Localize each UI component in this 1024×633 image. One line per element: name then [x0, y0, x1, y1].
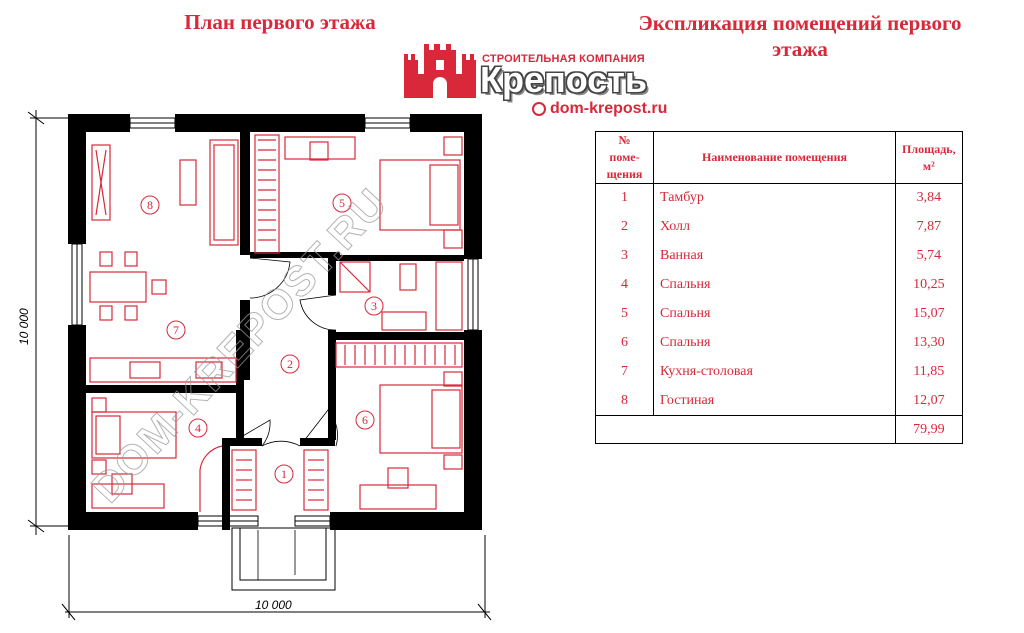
table-row: 2 Холл 7,87 — [595, 212, 963, 242]
dimension-lines — [27, 110, 492, 621]
table-header-row: № поме-щения Наименование помещения Площ… — [595, 131, 963, 184]
dimension-width: 10 000 — [255, 598, 292, 612]
globe-icon — [532, 102, 546, 116]
room-explication-table: № поме-щения Наименование помещения Площ… — [595, 131, 963, 444]
room-label-6: 6 — [362, 413, 368, 427]
room-label-3: 3 — [371, 299, 377, 313]
room-name: Гостиная — [653, 386, 896, 416]
room-label-7: 7 — [173, 323, 179, 337]
room-name: Холл — [653, 212, 896, 242]
room-label-2: 2 — [287, 357, 293, 371]
header-area: Площадь, м² — [895, 131, 963, 184]
room-area: 7,87 — [895, 212, 963, 242]
room-label-1: 1 — [281, 467, 287, 481]
exterior-walls — [68, 114, 482, 530]
room-name: Спальня — [653, 299, 896, 329]
room-number: 5 — [595, 299, 654, 329]
table-row: 1 Тамбур 3,84 — [595, 183, 963, 213]
room-number: 4 — [595, 270, 654, 300]
room-label-5: 5 — [339, 196, 345, 210]
room-number: 8 — [595, 386, 654, 416]
header-name: Наименование помещения — [653, 131, 896, 184]
room-number: 6 — [595, 328, 654, 358]
total-area: 79,99 — [895, 415, 963, 444]
header-number: № поме-щения — [595, 131, 654, 184]
room-area: 15,07 — [895, 299, 963, 329]
logo-website-link[interactable]: dom-krepost.ru — [550, 100, 668, 117]
furniture — [89, 134, 463, 512]
logo-company: СТРОИТЕЛЬНАЯ КОМПАНИЯ — [482, 53, 645, 65]
room-area: 3,84 — [895, 183, 963, 213]
table-row: 7 Кухня-столовая 11,85 — [595, 357, 963, 387]
floor-plan: 10 000 10 000 — [17, 110, 492, 621]
room-area: 12,07 — [895, 386, 963, 416]
company-logo[interactable]: СТРОИТЕЛЬНАЯ КОМПАНИЯ Крепость dom-krepo… — [400, 40, 700, 125]
interior-walls — [86, 130, 464, 530]
castle-icon — [404, 44, 476, 98]
room-number: 3 — [595, 241, 654, 271]
room-area: 11,85 — [895, 357, 963, 387]
room-area: 10,25 — [895, 270, 963, 300]
table-row: 3 Ванная 5,74 — [595, 241, 963, 271]
room-number: 1 — [595, 183, 654, 213]
table-row: 6 Спальня 13,30 — [595, 328, 963, 358]
room-number: 7 — [595, 357, 654, 387]
explication-title: Экспликация помещений первого этажа — [638, 11, 962, 61]
plan-title: План первого этажа — [184, 10, 376, 34]
room-name: Кухня-столовая — [653, 357, 896, 387]
table-row: 8 Гостиная 12,07 — [595, 386, 963, 416]
room-name: Спальня — [653, 328, 896, 358]
room-name: Ванная — [653, 241, 896, 271]
table-total-row: 79,99 — [595, 415, 963, 444]
total-label-cell — [595, 415, 896, 444]
door-swings — [235, 257, 338, 580]
watermark: DOM-KREPOST.RU — [82, 179, 396, 511]
table-row: 5 Спальня 15,07 — [595, 299, 963, 329]
room-number: 2 — [595, 212, 654, 242]
room-label-4: 4 — [195, 421, 201, 435]
table-row: 4 Спальня 10,25 — [595, 270, 963, 300]
room-area: 5,74 — [895, 241, 963, 271]
dimension-height: 10 000 — [17, 308, 31, 345]
entrance-porch — [231, 527, 336, 591]
room-labels — [140, 193, 384, 484]
room-label-8: 8 — [147, 198, 153, 212]
room-area: 13,30 — [895, 328, 963, 358]
room-name: Спальня — [653, 270, 896, 300]
logo-name: Крепость — [480, 59, 648, 100]
room-name: Тамбур — [653, 183, 896, 213]
